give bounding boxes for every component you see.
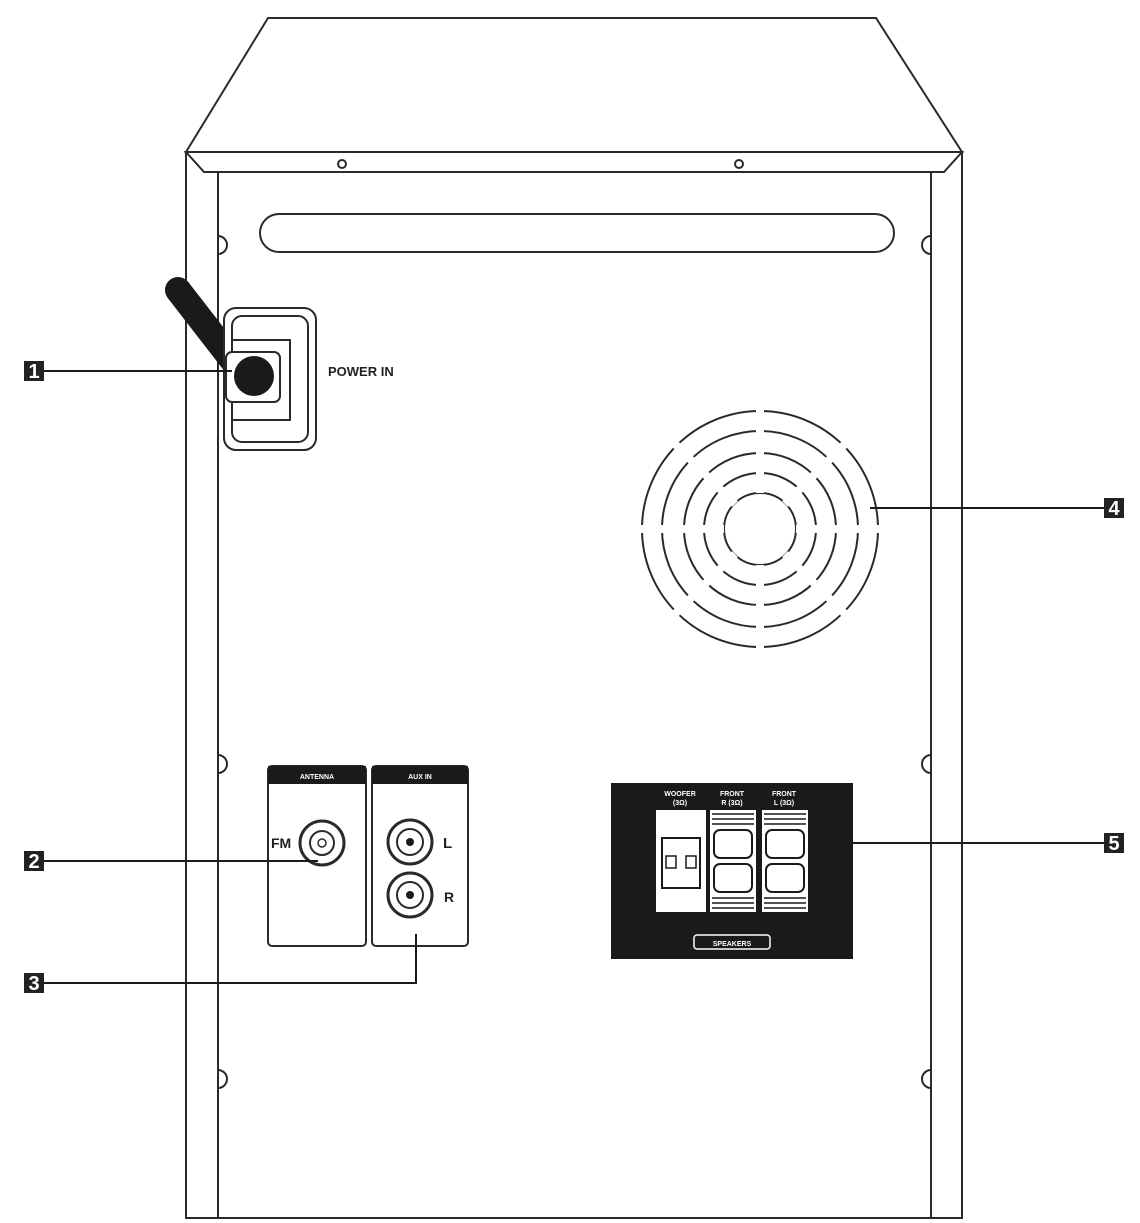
antenna-panel: ANTENNA FM [267,765,367,947]
front-l-sub: L (3Ω) [774,800,794,807]
fm-antenna-jack [298,819,346,867]
aux-in-label: AUX IN [408,774,432,781]
woofer-socket [656,810,706,912]
callout-number: 4 [1108,498,1120,520]
front-right-terminal [710,810,756,912]
callout-2: 2 [24,851,44,873]
callout-number: 5 [1108,833,1119,855]
callout-5: 5 [1104,833,1124,855]
leader-lines [42,370,1106,984]
aux-in-panel: AUX IN L R [371,765,469,947]
front-l-label: FRONT [772,791,797,798]
fm-label: FM [271,835,291,851]
aux-right-label: R [444,889,454,905]
power-in-socket [165,277,317,451]
front-left-terminal [762,810,808,912]
woofer-label: WOOFER [664,791,696,798]
aux-left-label: L [443,835,452,852]
callout-4: 4 [1104,498,1124,520]
cabinet-top [183,17,965,173]
speaker-terminals: WOOFER (3Ω) FRONT R (3Ω) FRONT L (3Ω) [611,783,853,959]
callout-1: 1 [24,361,44,383]
speakers-label: SPEAKERS [713,941,752,948]
woofer-impedance: (3Ω) [673,800,687,807]
aux-in-jacks [386,818,434,919]
front-r-label: FRONT [720,791,745,798]
cooling-fan-vent [636,405,884,653]
callout-number: 2 [28,851,39,873]
callout-number: 3 [28,973,39,995]
power-in-label: POWER IN [328,364,394,379]
callout-number: 1 [28,361,39,383]
callout-3: 3 [24,973,44,995]
antenna-label: ANTENNA [300,774,334,781]
front-r-sub: R (3Ω) [721,800,742,807]
